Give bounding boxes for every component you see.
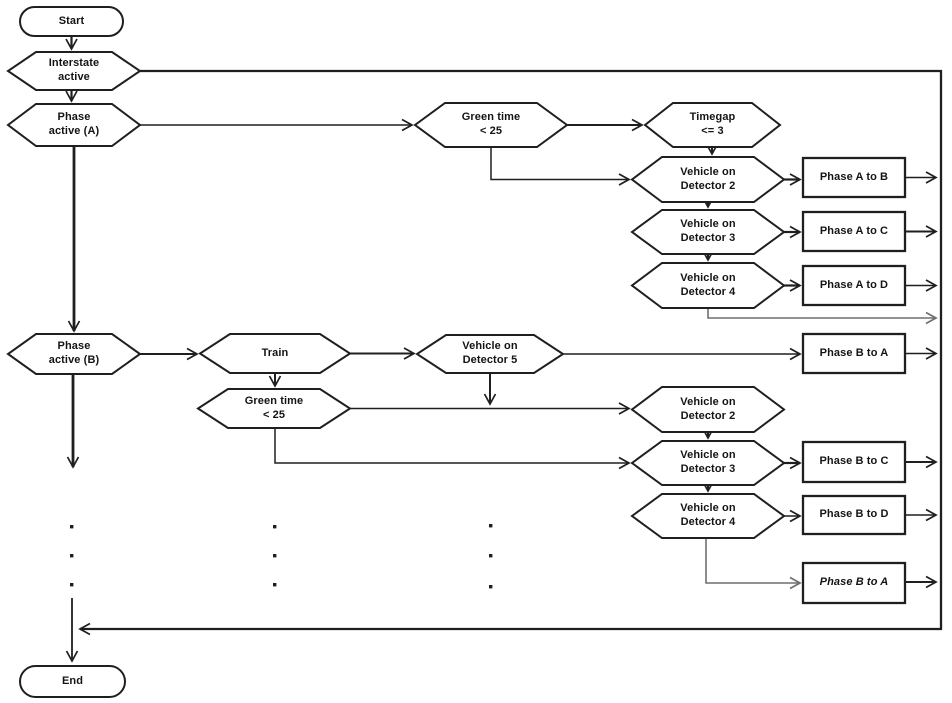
edge-veh-a-det4-bypass-trunk [707, 308, 938, 325]
node-veh-a-det4-shape [630, 262, 786, 309]
node-veh-b-det2-shape [630, 386, 786, 433]
node-phase-a-to-d-shape [801, 264, 907, 307]
node-interstate-shape [6, 51, 142, 91]
node-veh-b-det4-shape [630, 493, 786, 539]
node-phase-b-to-c-shape [801, 440, 907, 484]
continuation-dots [70, 524, 493, 589]
node-phase-b-to-d-shape [801, 494, 907, 536]
node-veh-a-det3-shape [630, 209, 786, 255]
node-phase-b-shape [6, 333, 142, 375]
node-veh-b-det3-shape [630, 440, 786, 486]
node-end-shape [19, 665, 126, 698]
node-train-shape [198, 333, 352, 374]
node-start-shape [19, 6, 124, 37]
node-timegap-shape [643, 102, 782, 148]
node-veh-b-det5-shape [415, 334, 565, 374]
node-phase-a-to-c-shape [801, 210, 907, 253]
edge-veh-b-det4-bypass-phase-b-to-a2 [705, 538, 802, 590]
edge-interstate-right-trunk [78, 69, 943, 636]
node-greentime-a-shape [413, 102, 569, 148]
edge-greentime-b-veh-b-det3 [274, 428, 631, 470]
node-phase-a-shape [6, 103, 142, 147]
edge-greentime-a-veh-a-det2 [490, 147, 631, 186]
node-phase-b-to-a1-shape [801, 332, 907, 375]
node-phase-b-to-a2-shape [801, 561, 907, 605]
node-phase-a-to-b-shape [801, 156, 907, 199]
node-greentime-b-shape [196, 388, 352, 429]
node-veh-a-det2-shape [630, 156, 786, 203]
